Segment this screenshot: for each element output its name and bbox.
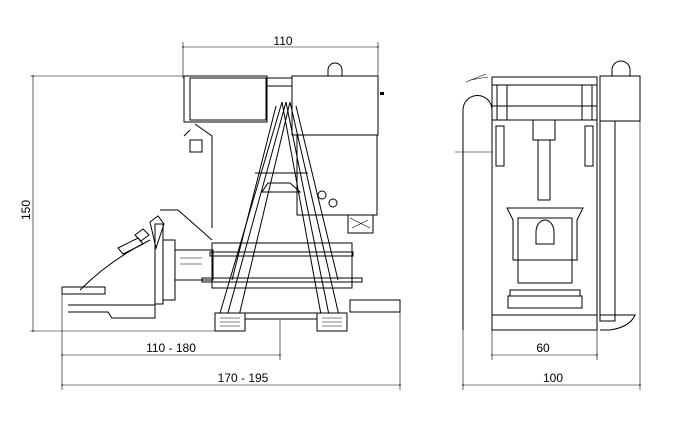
top-beam <box>491 76 598 86</box>
dim-label-height: 150 <box>19 200 33 220</box>
dim-label-reach: 110 - 180 <box>146 341 196 355</box>
dimension-total-length: 170 - 195 <box>61 300 401 390</box>
dimension-height: 150 <box>19 75 215 332</box>
dim-label-top-width: 110 <box>273 34 292 48</box>
front-view: 60 100 <box>455 60 641 390</box>
upper-left-housing <box>183 75 268 123</box>
beacon-lamp <box>327 62 343 76</box>
dimension-total-width: 100 <box>462 121 641 390</box>
dim-label-total-width: 100 <box>543 371 563 385</box>
left-cylinder <box>462 95 493 330</box>
dimension-reach: 110 - 180 <box>61 294 281 390</box>
upper-right-housing <box>291 75 379 136</box>
dimension-top-width: 110 <box>182 34 379 78</box>
rear-extension <box>349 299 401 313</box>
side-view: 110 150 <box>19 34 401 390</box>
right-column-top <box>599 75 641 122</box>
dim-label-inner-width: 60 <box>536 341 550 355</box>
dim-label-total-length: 170 - 195 <box>218 371 269 385</box>
a-frame <box>217 101 341 321</box>
dimension-inner-width: 60 <box>491 330 598 360</box>
front-attachment <box>61 209 214 319</box>
